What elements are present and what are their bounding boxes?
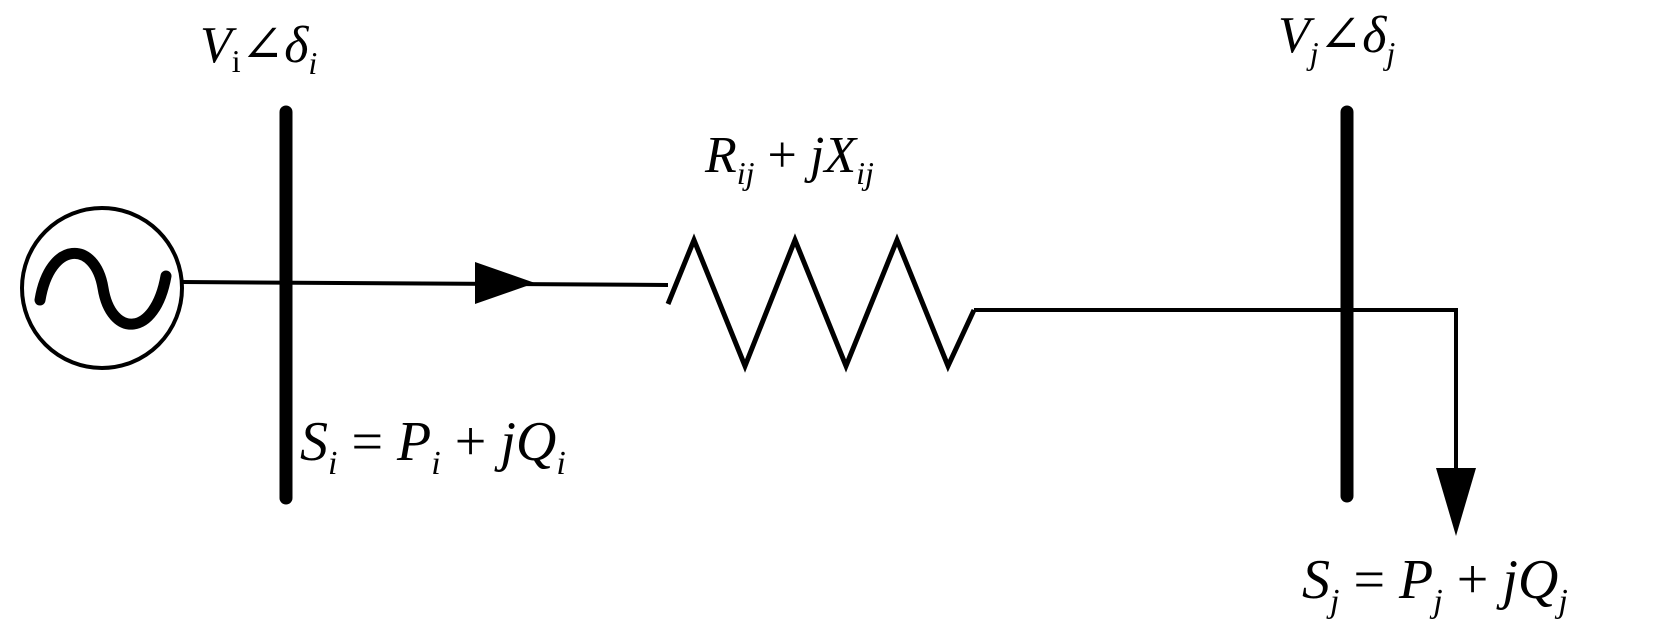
line-impedance-label: Rij + jXij xyxy=(704,127,874,191)
arrow-down-icon xyxy=(1436,468,1476,536)
bus-i-voltage-label: Vi∠δi xyxy=(200,17,317,81)
resistor-icon xyxy=(665,233,977,373)
ac-source-icon xyxy=(20,206,184,370)
wire-line-to-load xyxy=(974,308,1458,478)
bus-j-power-label: Sj = Pj + jQj xyxy=(1302,549,1568,620)
bus-i-power-label: Si = Pi + jQi xyxy=(300,411,566,482)
bus-j-voltage-label: Vj∠δj xyxy=(1278,7,1395,71)
wire-source-to-line xyxy=(181,280,669,287)
arrow-right-icon xyxy=(475,262,535,304)
